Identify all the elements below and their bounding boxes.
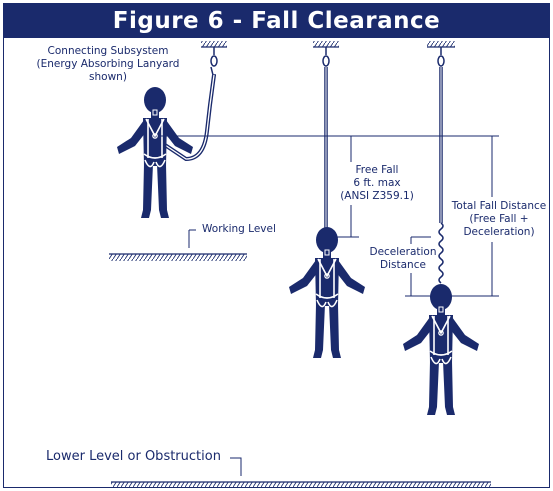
snap-hook-1: [210, 47, 218, 76]
connecting-subsystem-label: Connecting Subsystem (Energy Absorbing L…: [34, 45, 182, 84]
figure-title: Figure 6 - Fall Clearance: [4, 4, 549, 38]
fall-clearance-diagram: [109, 41, 499, 487]
total-fall-distance-label: Total Fall Distance (Free Fall + Deceler…: [450, 200, 548, 239]
total-fall-line-1: Total Fall Distance: [451, 200, 547, 212]
deceleration-line-1: Deceleration: [369, 246, 437, 258]
deployed-energy-absorber: [438, 222, 444, 284]
anchor-ceiling-2: [313, 41, 339, 48]
dimension-lines: [161, 135, 499, 297]
deceleration-distance-label: Deceleration Distance: [362, 246, 444, 272]
worker-standing: [116, 86, 194, 219]
working-level-platform: [109, 253, 247, 261]
total-fall-line-3: Deceleration): [463, 226, 535, 238]
anchor-ceiling-1: [201, 41, 227, 48]
working-level-label: Working Level: [202, 223, 276, 235]
snap-hook-2: [322, 47, 330, 67]
free-fall-line-2: 6 ft. max: [353, 177, 401, 189]
total-fall-line-2: (Free Fall +: [469, 213, 529, 225]
free-fall-line-3: (ANSI Z359.1): [340, 190, 414, 202]
anchor-ceiling-3: [427, 41, 455, 48]
lower-level-label: Lower Level or Obstruction: [46, 449, 221, 464]
figure-frame: Figure 6 - Fall Clearance: [3, 3, 550, 488]
connecting-subsystem-line-1: Connecting Subsystem: [47, 45, 169, 57]
snap-hook-3: [437, 47, 445, 67]
free-fall-line-1: Free Fall: [355, 164, 399, 176]
worker-deceleration: [402, 283, 480, 416]
lower-level-surface: [111, 481, 491, 487]
connecting-subsystem-line-3: shown): [89, 71, 127, 83]
worker-free-fall: [288, 226, 366, 359]
free-fall-label: Free Fall 6 ft. max (ANSI Z359.1): [334, 164, 420, 203]
connecting-subsystem-line-2: (Energy Absorbing Lanyard: [36, 58, 180, 70]
lower-level-leader: [230, 457, 242, 476]
deceleration-line-2: Distance: [380, 259, 426, 271]
